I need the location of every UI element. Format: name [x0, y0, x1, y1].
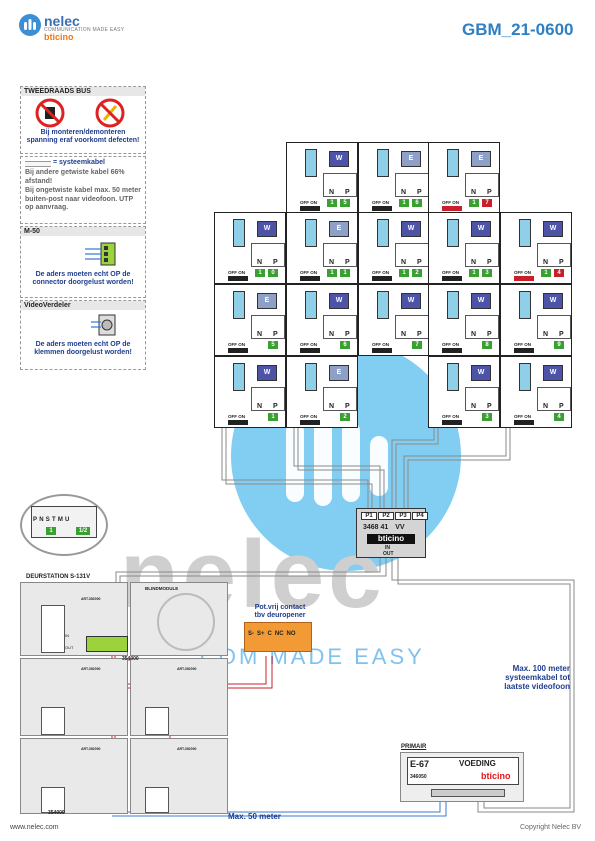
splitter-port: P4	[412, 512, 428, 520]
legend-splitter-title: VideoVerdeler	[21, 301, 145, 310]
legend-two-wire-title: TWEEDRAADS BUS	[21, 87, 145, 96]
terminal-icon	[91, 314, 116, 336]
footer-website: www.nelec.com	[10, 824, 59, 831]
dip-t: T	[51, 517, 58, 523]
relay-terminal: NC	[274, 631, 284, 637]
dip-s: S	[45, 517, 52, 523]
relay-terminal: S-	[248, 631, 254, 637]
brand-name: nelec	[44, 13, 80, 29]
button-module-left-2: ART.352000	[20, 738, 128, 814]
legend-m50-text: De aders moeten echt OP de connector doo…	[32, 271, 134, 286]
splitter-port: P1	[361, 512, 377, 520]
splitter-port: P3	[395, 512, 411, 520]
relay-title-1: Pot.vrij contact	[254, 604, 306, 611]
footer-copyright: Copyright Nelec BV	[520, 824, 582, 831]
relay-title-2: tbv deuropener	[254, 612, 306, 619]
psu-model: E-67	[410, 759, 430, 769]
legend-two-wire-warning: Bij monteren/demonteren spanning eraf vo…	[26, 129, 140, 144]
module-part-1: ART.352000	[81, 667, 101, 671]
dip-switch-callout: PNSTMU 1 1/2	[20, 494, 108, 556]
dip-m: M	[57, 517, 66, 523]
dip-value-m: 1/2	[76, 527, 90, 535]
module-part-3: ART.352000	[81, 747, 101, 751]
connector-icon	[85, 242, 116, 266]
legend-splitter: VideoVerdeler De aders moeten echt OP de…	[20, 300, 146, 370]
blind-module: BLINDMODULE	[130, 582, 228, 656]
relay-terminal: C	[267, 631, 272, 637]
psu-title: VOEDING	[459, 759, 496, 768]
cable-label-1: 354000	[122, 656, 139, 662]
dip-value-p: 1	[46, 527, 56, 535]
note-max50: Max. 50 meter	[228, 812, 281, 821]
legend-two-wire: TWEEDRAADS BUS Bij monteren/demonteren s…	[20, 86, 146, 154]
door-station-in: IN	[65, 633, 69, 638]
doc-code: GBM_21-0600	[462, 20, 574, 39]
relay-terminal: S+	[257, 631, 265, 637]
no-screwdriver-icon	[95, 98, 125, 128]
brand-tagline: COMMUNICATION MADE EASY	[44, 27, 125, 33]
door-station-part: ART.352000	[81, 597, 101, 601]
dip-n: N	[39, 517, 46, 523]
note-max100: Max. 100 meter systeemkabel tot laatste …	[504, 664, 570, 691]
splitter-port: P2	[378, 512, 394, 520]
power-supply: E-67 VOEDING 346050 bticino	[400, 752, 524, 802]
button-module-right-2: ART.352000	[130, 738, 228, 814]
relay-terminal: NO	[286, 631, 296, 637]
door-station-top: ART.352000 IN OUT	[20, 582, 128, 656]
cable-label-2: 354000	[48, 810, 65, 816]
legend-splitter-text: De aders moeten echt OP de klemmen doorg…	[34, 341, 132, 356]
nelec-logo-icon	[19, 14, 41, 36]
legend-system-cable-text2: Bij ongetwiste kabel max. 50 meter buite…	[25, 187, 141, 211]
psu-brand: bticino	[481, 771, 511, 781]
splitter-in: IN	[385, 545, 390, 551]
button-module-right-1: ART.352000	[130, 658, 228, 736]
button-module-left-1: ART.352000	[20, 658, 128, 736]
dip-u: U	[65, 517, 72, 523]
door-station-label: DEURSTATION S-131V	[26, 574, 91, 580]
splitter-vv: VV	[395, 524, 405, 531]
psu-primary-label: PRIMAIR	[401, 744, 427, 750]
door-station-out: OUT	[65, 645, 74, 650]
no-plug-icon	[35, 98, 65, 128]
door-station-connector	[86, 636, 128, 652]
module-part-4: ART.352000	[177, 747, 197, 751]
module-part-2: ART.352000	[177, 667, 197, 671]
psu-part: 346050	[410, 774, 427, 780]
legend-system-cable-label: = systeemkabel	[53, 159, 105, 166]
splitter-brand: bticino	[367, 534, 415, 544]
legend-system-cable: = systeemkabel Bij andere getwiste kabel…	[20, 156, 146, 224]
dip-p: P	[33, 517, 40, 523]
brand-sub: bticino	[44, 32, 74, 42]
splitter-model: 3468 41	[363, 524, 389, 531]
splitter-out: OUT	[383, 551, 394, 557]
legend-system-cable-text1: Bij andere getwiste kabel 66% afstand!	[25, 169, 125, 185]
legend-m50: M-50 De aders moeten echt OP de connecto…	[20, 226, 146, 298]
legend-m50-title: M-50	[21, 227, 145, 236]
blind-module-label: BLINDMODULE	[145, 586, 179, 591]
